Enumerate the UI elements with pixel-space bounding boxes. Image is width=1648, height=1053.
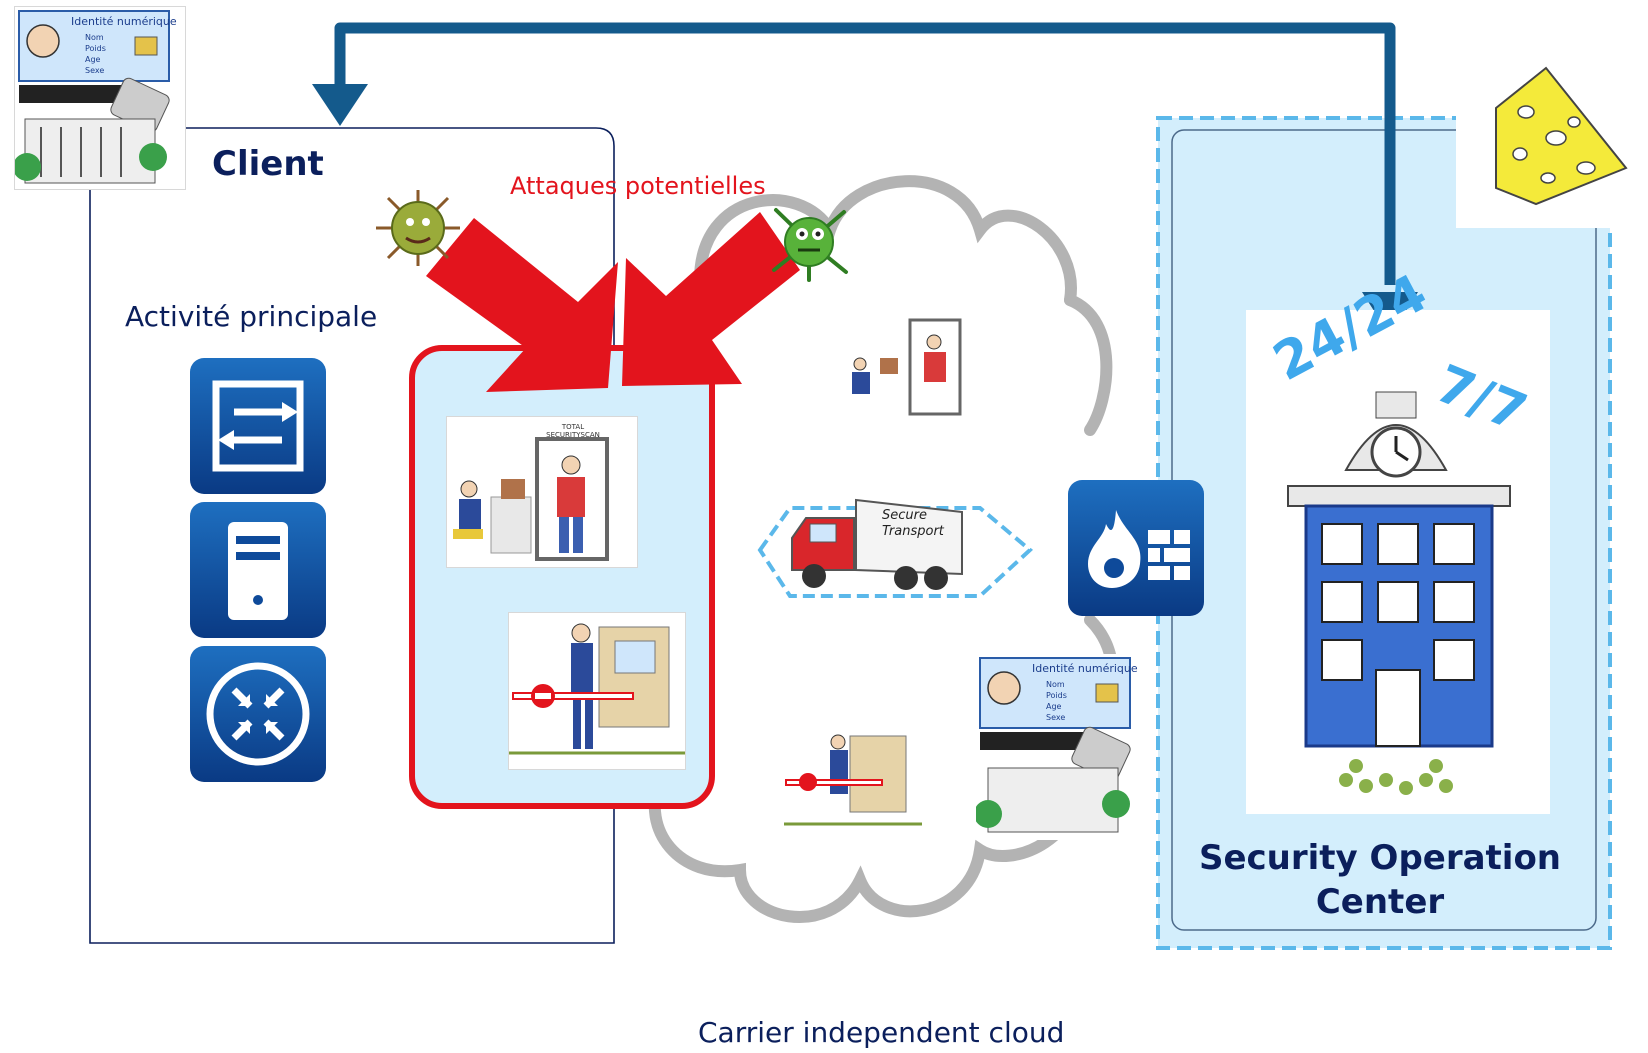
security-gate-icon: [852, 318, 962, 416]
security-scan-sketch: TOTAL SECURITYSCAN: [446, 416, 638, 568]
virus-sketch-1: [370, 186, 466, 270]
soc-title-line1: Security Operation: [1198, 838, 1562, 878]
cloud-security-scan-sketch: [844, 312, 978, 422]
id-card-field-age: Age: [85, 55, 101, 64]
cloud-digital-identity-sketch: Identité numérique Nom Poids Age Sexe: [974, 654, 1148, 840]
router-tile[interactable]: [190, 646, 326, 782]
potential-attacks-label: Attaques potentielles: [510, 172, 766, 200]
security-scan-label: TOTAL SECURITYSCAN: [546, 423, 600, 439]
guard-icon: [784, 734, 922, 826]
guard-barrier-sketch: [508, 612, 686, 770]
swiss-cheese-sketch: [1476, 58, 1636, 208]
secure-transport-sketch: Secure Transport: [786, 478, 968, 598]
id-card-field-weight: Poids: [85, 44, 106, 53]
digital-identity-sketch: Identité numérique Nom Poids Age Sexe: [13, 6, 186, 190]
cloud-id-card-field-age: Age: [1046, 702, 1062, 711]
transport-tunnel: [757, 506, 1034, 598]
id-card-title: Identité numérique: [71, 15, 177, 28]
id-card-field-sex: Sexe: [85, 66, 105, 75]
cloud-id-card-field-weight: Poids: [1046, 691, 1067, 700]
firewall-icon: [1088, 510, 1190, 588]
cloud-guard-sketch: [784, 728, 922, 832]
attack-arrow-right: [622, 212, 800, 386]
cloud-id-card-field-sex: Sexe: [1046, 713, 1066, 722]
firewall-tile[interactable]: [1068, 480, 1204, 616]
client-title: Client: [212, 144, 324, 184]
switch-icon: [212, 380, 304, 472]
main-activity-label: Activité principale: [125, 300, 378, 333]
truck-label: Secure Transport: [882, 508, 944, 539]
server-tile[interactable]: [190, 502, 326, 638]
truck-icon: [791, 498, 963, 590]
id-card-icon: [974, 657, 1131, 833]
virus-icon: [376, 190, 460, 266]
cloud-id-card-field-name: Nom: [1046, 680, 1065, 689]
soc-title: Security Operation Center: [1164, 836, 1596, 924]
attack-arrow-left: [426, 218, 618, 392]
server-icon: [228, 522, 288, 620]
carrier-cloud-label: Carrier independent cloud: [698, 1016, 1065, 1049]
bug-icon: [772, 208, 848, 282]
id-card-field-name: Nom: [85, 33, 104, 42]
virus-sketch-2: [764, 200, 854, 284]
soc-title-line2: Center: [1315, 882, 1445, 922]
building-icon: [1287, 391, 1511, 795]
id-card-icon: [13, 10, 170, 184]
switch-tile[interactable]: [190, 358, 326, 494]
soc-building-sketch: 24/24 7/7: [1246, 263, 1550, 814]
router-icon: [206, 662, 310, 766]
security-gate-icon: [453, 437, 609, 561]
cloud-id-card-title: Identité numérique: [1032, 662, 1138, 675]
cheese-icon: [1495, 66, 1628, 206]
guard-icon: [509, 623, 685, 755]
